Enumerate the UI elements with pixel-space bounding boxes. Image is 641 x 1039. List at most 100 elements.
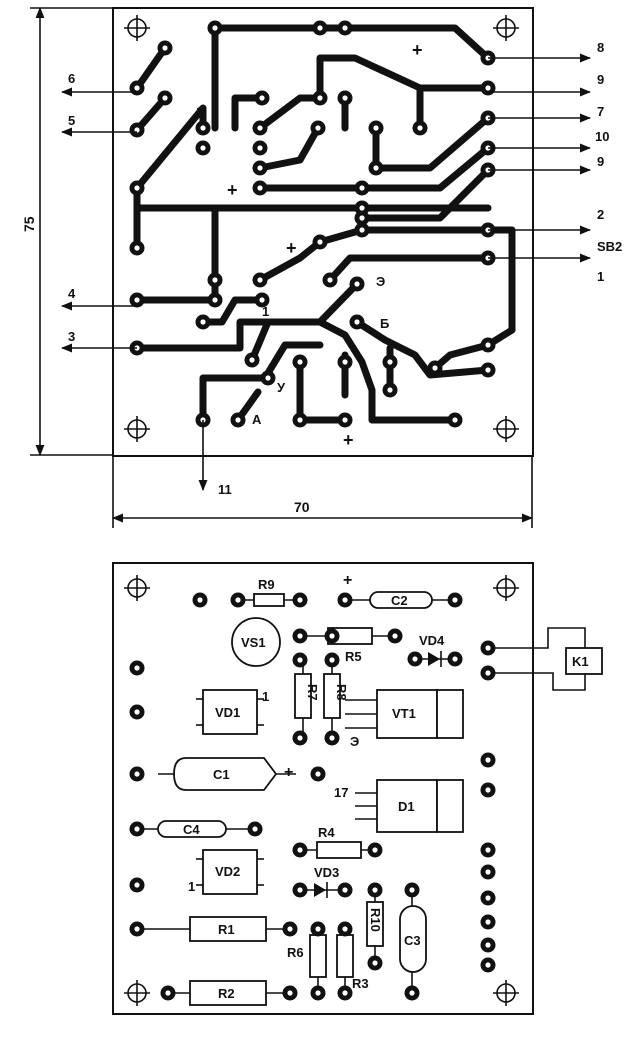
pad <box>337 882 353 898</box>
pad <box>480 782 496 798</box>
pad <box>324 730 340 746</box>
pad <box>129 292 145 308</box>
pad <box>404 882 420 898</box>
pad <box>252 160 268 176</box>
pad <box>480 864 496 880</box>
label-r4: R4 <box>318 825 335 840</box>
mounting-holes-bottom <box>124 575 519 1006</box>
pad <box>312 234 328 250</box>
pad <box>254 292 270 308</box>
mounting-holes-top <box>124 15 519 442</box>
pad <box>310 766 326 782</box>
pad <box>310 120 326 136</box>
pad <box>207 20 223 36</box>
pad <box>312 90 328 106</box>
pad <box>252 180 268 196</box>
pad <box>129 704 145 720</box>
label-r3: R3 <box>352 976 369 991</box>
pad <box>129 240 145 256</box>
pad <box>195 314 211 330</box>
pad <box>337 985 353 1001</box>
pad <box>252 120 268 136</box>
bottom-board: R9 + C2 VS1 R5 VD4 K1 R7 R8 VD1 1 VT1 Э … <box>112 562 603 1015</box>
terminal-label-6: 6 <box>68 71 75 86</box>
pad <box>387 628 403 644</box>
pad <box>324 652 340 668</box>
pad <box>354 210 370 226</box>
terminal-label-8: 8 <box>597 40 604 55</box>
pad <box>447 592 463 608</box>
pad <box>192 592 208 608</box>
pad <box>447 651 463 667</box>
pad <box>129 80 145 96</box>
terminal-label-1: 1 <box>597 269 604 284</box>
pad <box>349 276 365 292</box>
dimension-width: 70 <box>294 499 310 515</box>
pad <box>447 412 463 428</box>
top-board: 75 70 <box>21 6 622 528</box>
pad <box>480 640 496 656</box>
label-r2: R2 <box>218 986 235 1001</box>
terminal-label-2: 2 <box>597 207 604 222</box>
pad <box>129 660 145 676</box>
plus-mark-1: + <box>412 40 423 60</box>
label-vt1: VT1 <box>392 706 416 721</box>
label-r6: R6 <box>287 945 304 960</box>
pin-mark-anode: А <box>252 412 262 427</box>
terminal-label-3: 3 <box>68 329 75 344</box>
pad <box>129 921 145 937</box>
pin-mark-1a: 1 <box>196 104 203 119</box>
pad <box>129 821 145 837</box>
label-plus-c2: + <box>343 572 352 589</box>
terminal-label-7: 7 <box>597 104 604 119</box>
label-vd2: VD2 <box>215 864 240 879</box>
pad <box>207 292 223 308</box>
dimension-lines <box>30 6 534 528</box>
pad <box>282 921 298 937</box>
label-r7: R7 <box>305 684 320 701</box>
dimension-height: 75 <box>21 216 37 232</box>
label-c3: C3 <box>404 933 421 948</box>
top-pads <box>129 20 496 428</box>
pad <box>129 877 145 893</box>
terminal-label-10: 10 <box>595 129 609 144</box>
pad <box>412 120 428 136</box>
pad <box>247 821 263 837</box>
pad <box>480 937 496 953</box>
component-outlines <box>137 591 603 1006</box>
pad <box>427 360 443 376</box>
pad <box>382 382 398 398</box>
pin-mark-base: Б <box>380 316 389 331</box>
label-vd1: VD1 <box>215 705 240 720</box>
label-r10: R10 <box>368 908 383 932</box>
pad <box>354 222 370 238</box>
label-r1: R1 <box>218 922 235 937</box>
pad <box>195 140 211 156</box>
pin-mark-gate: У <box>277 380 286 395</box>
label-c4: C4 <box>183 822 200 837</box>
plus-mark-2: + <box>227 180 238 200</box>
pad <box>367 955 383 971</box>
label-k1: K1 <box>572 654 589 669</box>
pad <box>129 122 145 138</box>
pad <box>195 120 211 136</box>
terminal-label-4: 4 <box>68 286 76 301</box>
pad <box>337 592 353 608</box>
connection-arrows <box>60 53 592 492</box>
pad <box>480 80 496 96</box>
pad <box>367 882 383 898</box>
pad <box>324 628 340 644</box>
pad <box>129 180 145 196</box>
pad <box>230 412 246 428</box>
pad <box>230 592 246 608</box>
terminal-label-sb2: SB2 <box>597 239 622 254</box>
label-d1-pin17: 17 <box>334 785 348 800</box>
pad <box>207 272 223 288</box>
bottom-pads <box>129 592 496 1001</box>
pad <box>480 362 496 378</box>
pad <box>292 842 308 858</box>
pin-mark-1b: 1 <box>262 304 269 319</box>
pad <box>480 914 496 930</box>
terminal-label-9b: 9 <box>597 154 604 169</box>
pad <box>407 651 423 667</box>
